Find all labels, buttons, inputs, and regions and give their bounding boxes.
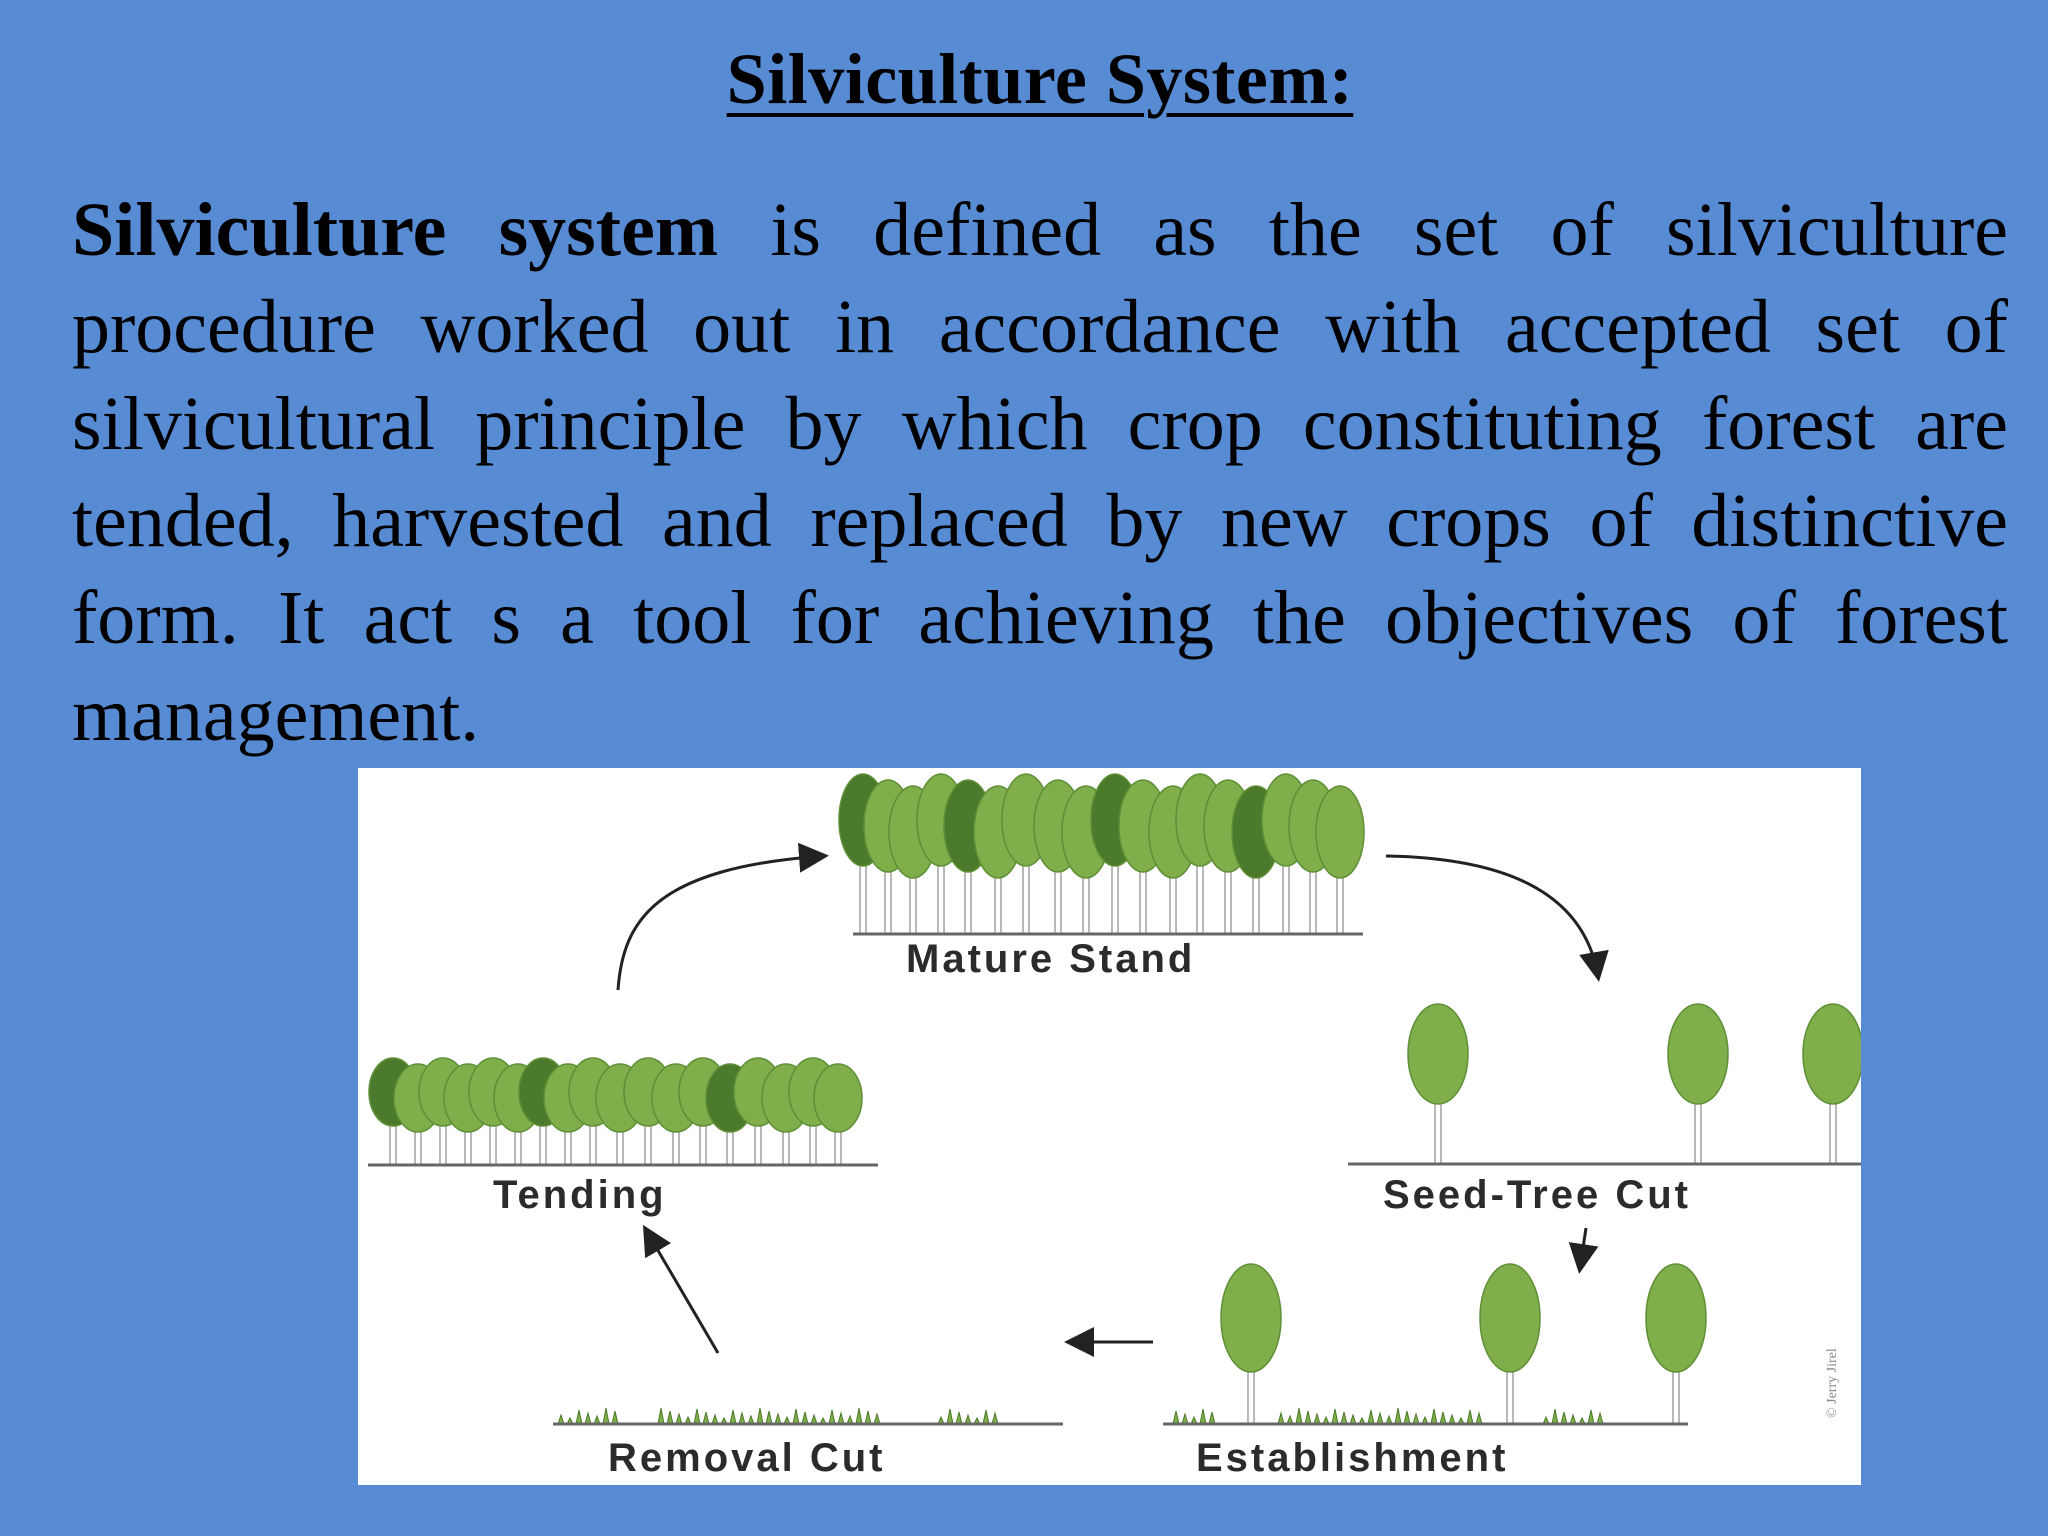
seedling-icon [1376, 1411, 1384, 1425]
seedling-icon [801, 1411, 809, 1425]
definition-text: is defined as the set of silviculture pr… [72, 188, 2008, 757]
seedling-icon [1542, 1415, 1550, 1425]
seedling-icon [810, 1413, 818, 1425]
definition-term: Silviculture system [72, 188, 719, 272]
seedling-icon [756, 1407, 764, 1425]
arrow-mature-to-seed-tree [1385, 854, 1609, 982]
seedling-icon [864, 1410, 872, 1425]
seedling-icon [1394, 1407, 1402, 1425]
seedling-icon [1569, 1413, 1577, 1425]
seedling-icon [1190, 1415, 1198, 1425]
seedling-icon [855, 1407, 863, 1425]
seedling-icon [783, 1415, 791, 1425]
seedling-icon [729, 1409, 737, 1425]
seedling-icon [1596, 1411, 1604, 1425]
seedling-icon [1349, 1413, 1357, 1425]
seedling-icon [1208, 1411, 1216, 1425]
seedling-icon [1412, 1412, 1420, 1425]
mature-stand-trees [838, 773, 1365, 934]
seedling-icon [937, 1415, 945, 1425]
arrow-seed-tree-to-establishment [1568, 1227, 1599, 1274]
tree-icon [1220, 1263, 1282, 1424]
seedling-icon [1430, 1408, 1438, 1425]
seedling-icon [1322, 1415, 1330, 1425]
seedling-icon [1439, 1411, 1447, 1425]
seedling-icon [1587, 1409, 1595, 1425]
seedling-icon [702, 1411, 710, 1425]
seedling-icon [873, 1412, 881, 1425]
seedling-icon [846, 1414, 854, 1425]
label-mature-stand: Mature Stand [906, 937, 1195, 981]
label-removal-cut: Removal Cut [608, 1436, 886, 1480]
establishment-trees [1172, 1263, 1707, 1425]
definition-paragraph: Silviculture system is defined as the se… [72, 182, 2008, 764]
seedling-icon [1304, 1410, 1312, 1425]
seedling-icon [964, 1413, 972, 1425]
tree-icon [1315, 785, 1365, 934]
seedling-icon [1181, 1412, 1189, 1425]
label-establishment: Establishment [1196, 1436, 1508, 1480]
seedling-icon [1277, 1411, 1285, 1425]
seedling-icon [1295, 1407, 1303, 1425]
seedling-icon [1403, 1410, 1411, 1425]
seedling-icon [557, 1413, 565, 1425]
tree-icon [1407, 1003, 1469, 1164]
seed-tree-cut-trees [1407, 1003, 1861, 1164]
label-tending: Tending [493, 1173, 667, 1217]
tree-icon [1802, 1003, 1861, 1164]
cycle-diagram-svg: Mature Stand Tending Seed-Tree Cut Estab… [368, 773, 1861, 1480]
seedling-icon [1286, 1414, 1294, 1425]
seedling-icon [1340, 1411, 1348, 1425]
arrow-removal-to-tending [642, 1224, 720, 1354]
seedling-icon [747, 1414, 755, 1425]
seedling-icon [657, 1407, 665, 1425]
seedling-icon [828, 1409, 836, 1425]
seedling-icon [991, 1411, 999, 1425]
seedling-icon [711, 1413, 719, 1425]
tree-icon [813, 1063, 863, 1165]
tree-icon [1645, 1263, 1707, 1424]
seedling-icon [1448, 1413, 1456, 1425]
seedling-icon [684, 1415, 692, 1425]
seedling-icon [1313, 1412, 1321, 1425]
seedling-icon [765, 1410, 773, 1425]
slide-title: Silviculture System: [726, 39, 1354, 119]
seedling-icon [837, 1411, 845, 1425]
seedling-icon [738, 1411, 746, 1425]
seedling-icon [593, 1414, 601, 1425]
seedling-icon [1475, 1411, 1483, 1425]
tree-icon [1667, 1003, 1729, 1164]
seedling-icon [946, 1408, 954, 1425]
seedling-icon [1199, 1408, 1207, 1425]
seedling-icon [666, 1410, 674, 1425]
image-credit: © Jerry Jirel [1825, 1348, 1840, 1418]
seedling-icon [792, 1408, 800, 1425]
seedling-icon [575, 1409, 583, 1425]
tree-icon [1479, 1263, 1541, 1424]
removal-cut-seedlings [557, 1407, 999, 1425]
seedling-icon [1367, 1409, 1375, 1425]
seedling-icon [584, 1411, 592, 1425]
arrow-tending-to-mature [616, 842, 829, 991]
seedling-icon [602, 1407, 610, 1425]
seedling-icon [1172, 1410, 1180, 1425]
seedling-icon [1466, 1409, 1474, 1425]
seedling-icon [982, 1409, 990, 1425]
label-seed-tree-cut: Seed-Tree Cut [1383, 1173, 1691, 1217]
seedling-icon [955, 1411, 963, 1425]
seedling-icon [611, 1410, 619, 1425]
seedling-icon [1560, 1411, 1568, 1425]
seedling-icon [1551, 1408, 1559, 1425]
silviculture-cycle-diagram: Mature Stand Tending Seed-Tree Cut Estab… [358, 768, 1861, 1485]
seedling-icon [675, 1412, 683, 1425]
tending-trees [368, 1057, 863, 1165]
seedling-icon [693, 1408, 701, 1425]
seedling-icon [1385, 1414, 1393, 1425]
seedling-icon [1331, 1408, 1339, 1425]
seedling-icon [1421, 1415, 1429, 1425]
seedling-icon [774, 1412, 782, 1425]
